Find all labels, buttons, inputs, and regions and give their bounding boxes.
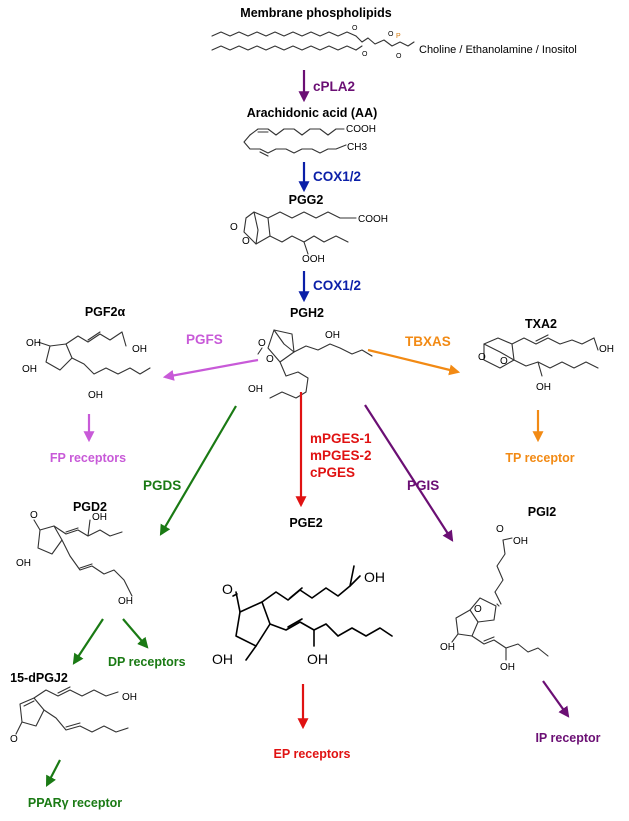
pgh2-structure: O O OH OH — [248, 329, 373, 399]
pgd2-to-dpgj2-arrow — [72, 618, 104, 665]
membrane-phospholipids-label: Membrane phospholipids — [240, 6, 391, 20]
pgfs-label: PGFS — [186, 332, 223, 347]
tbxas-label: TBXAS — [405, 334, 451, 349]
head-groups-label: Choline / Ethanolamine / Inositol — [419, 44, 577, 56]
pgf2a-oh-2: OH — [22, 364, 37, 375]
aa-ch3-label: CH3 — [347, 142, 367, 153]
pge2-oh-chain: OH — [307, 651, 328, 667]
pgf2a-oh-3: OH — [88, 390, 103, 401]
pgd2-label: PGD2 — [73, 500, 107, 514]
pgg2-cooh-label: COOH — [358, 214, 388, 225]
pges-label-2: mPGES-2 — [310, 448, 372, 463]
svg-text:O: O — [10, 734, 18, 745]
pgf2a-label: PGF2α — [85, 305, 126, 319]
pgh2-label: PGH2 — [290, 306, 324, 320]
pgi2-label: PGI2 — [528, 505, 557, 519]
ip-receptor-label: IP receptor — [535, 731, 600, 745]
pgfs-arrow — [162, 358, 259, 381]
arachidonic-acid-label: Arachidonic acid (AA) — [247, 106, 378, 120]
pgi2-o: O — [496, 524, 504, 535]
pge2-oh-ring: OH — [212, 651, 233, 667]
svg-text:O: O — [362, 51, 368, 58]
tbxas-arrow — [367, 348, 461, 376]
pgd2-oh-1: OH — [16, 558, 31, 569]
pgi2-oh-1: OH — [440, 642, 455, 653]
svg-text:O: O — [242, 236, 250, 247]
cpla2-label: cPLA2 — [313, 79, 355, 94]
tp-receptor-label: TP receptor — [505, 451, 574, 465]
svg-text:O: O — [396, 53, 402, 60]
pge2-structure — [232, 565, 393, 661]
pgf2a-structure: OH OH OH OH — [22, 331, 151, 401]
ep-receptors-label: EP receptors — [274, 747, 351, 761]
pgd2-oh-2: OH — [92, 512, 107, 523]
cox-label-2: COX1/2 — [313, 278, 361, 293]
txa2-structure: O O OH OH — [478, 334, 614, 393]
pgf2a-oh-1: OH — [26, 338, 41, 349]
pge2-o: O — [222, 581, 233, 597]
svg-text:O: O — [352, 25, 358, 32]
pge2-label: PGE2 — [289, 516, 322, 530]
pgh2-oh-acid: OH — [248, 384, 263, 395]
pgd2-structure: O OH OH OH — [16, 510, 133, 607]
txa2-label: TXA2 — [525, 317, 557, 331]
pges-label-3: cPGES — [310, 465, 355, 480]
cox-label-1: COX1/2 — [313, 169, 361, 184]
dp-arrow — [122, 618, 149, 649]
pgds-label: PGDS — [143, 478, 181, 493]
pge2-oh-acid: OH — [364, 569, 385, 585]
fp-receptors-label: FP receptors — [50, 451, 126, 465]
pgg2-ooh: OOH — [302, 254, 325, 265]
dpgj2-label: 15-dPGJ2 — [10, 671, 68, 685]
svg-text:O: O — [30, 510, 38, 521]
dpgj2-oh-acid: OH — [122, 692, 137, 703]
aa-cooh-label: COOH — [346, 124, 376, 135]
svg-text:O: O — [258, 338, 266, 349]
pgis-label: PGIS — [407, 478, 439, 493]
pgi2-oh-2: OH — [500, 662, 515, 673]
pgf2a-oh-acid: OH — [132, 344, 147, 355]
svg-text:O: O — [500, 356, 508, 367]
pgg2-label: PGG2 — [289, 193, 324, 207]
pgds-arrow — [159, 405, 237, 536]
svg-text:O: O — [478, 352, 486, 363]
pgh2-oh: OH — [325, 330, 340, 341]
pges-label-1: mPGES-1 — [310, 431, 372, 446]
txa2-oh-acid: OH — [599, 344, 614, 355]
pgi2-structure: OH O O OH OH — [440, 524, 549, 673]
svg-text:P: P — [396, 33, 401, 40]
pgi2-o-ring: O — [474, 604, 482, 615]
pgi2-oh-acid: OH — [513, 536, 528, 547]
pgg2-structure: O O OOH — [230, 211, 357, 265]
arachidonic-acid-structure — [243, 128, 347, 157]
ppar-arrow — [45, 759, 61, 787]
pgd2-oh-acid: OH — [118, 596, 133, 607]
membrane-phospholipid-structure: O O O P O — [211, 25, 415, 60]
dpgj2-structure: O OH — [10, 686, 137, 745]
svg-text:O: O — [230, 222, 238, 233]
svg-text:O: O — [266, 354, 274, 365]
svg-text:O: O — [388, 31, 394, 38]
dp-receptors-label: DP receptors — [108, 655, 186, 669]
ppar-receptor-label: PPARγ receptor — [28, 796, 122, 810]
pgis-arrow — [364, 404, 454, 542]
txa2-oh: OH — [536, 382, 551, 393]
ip-arrow — [542, 680, 570, 718]
